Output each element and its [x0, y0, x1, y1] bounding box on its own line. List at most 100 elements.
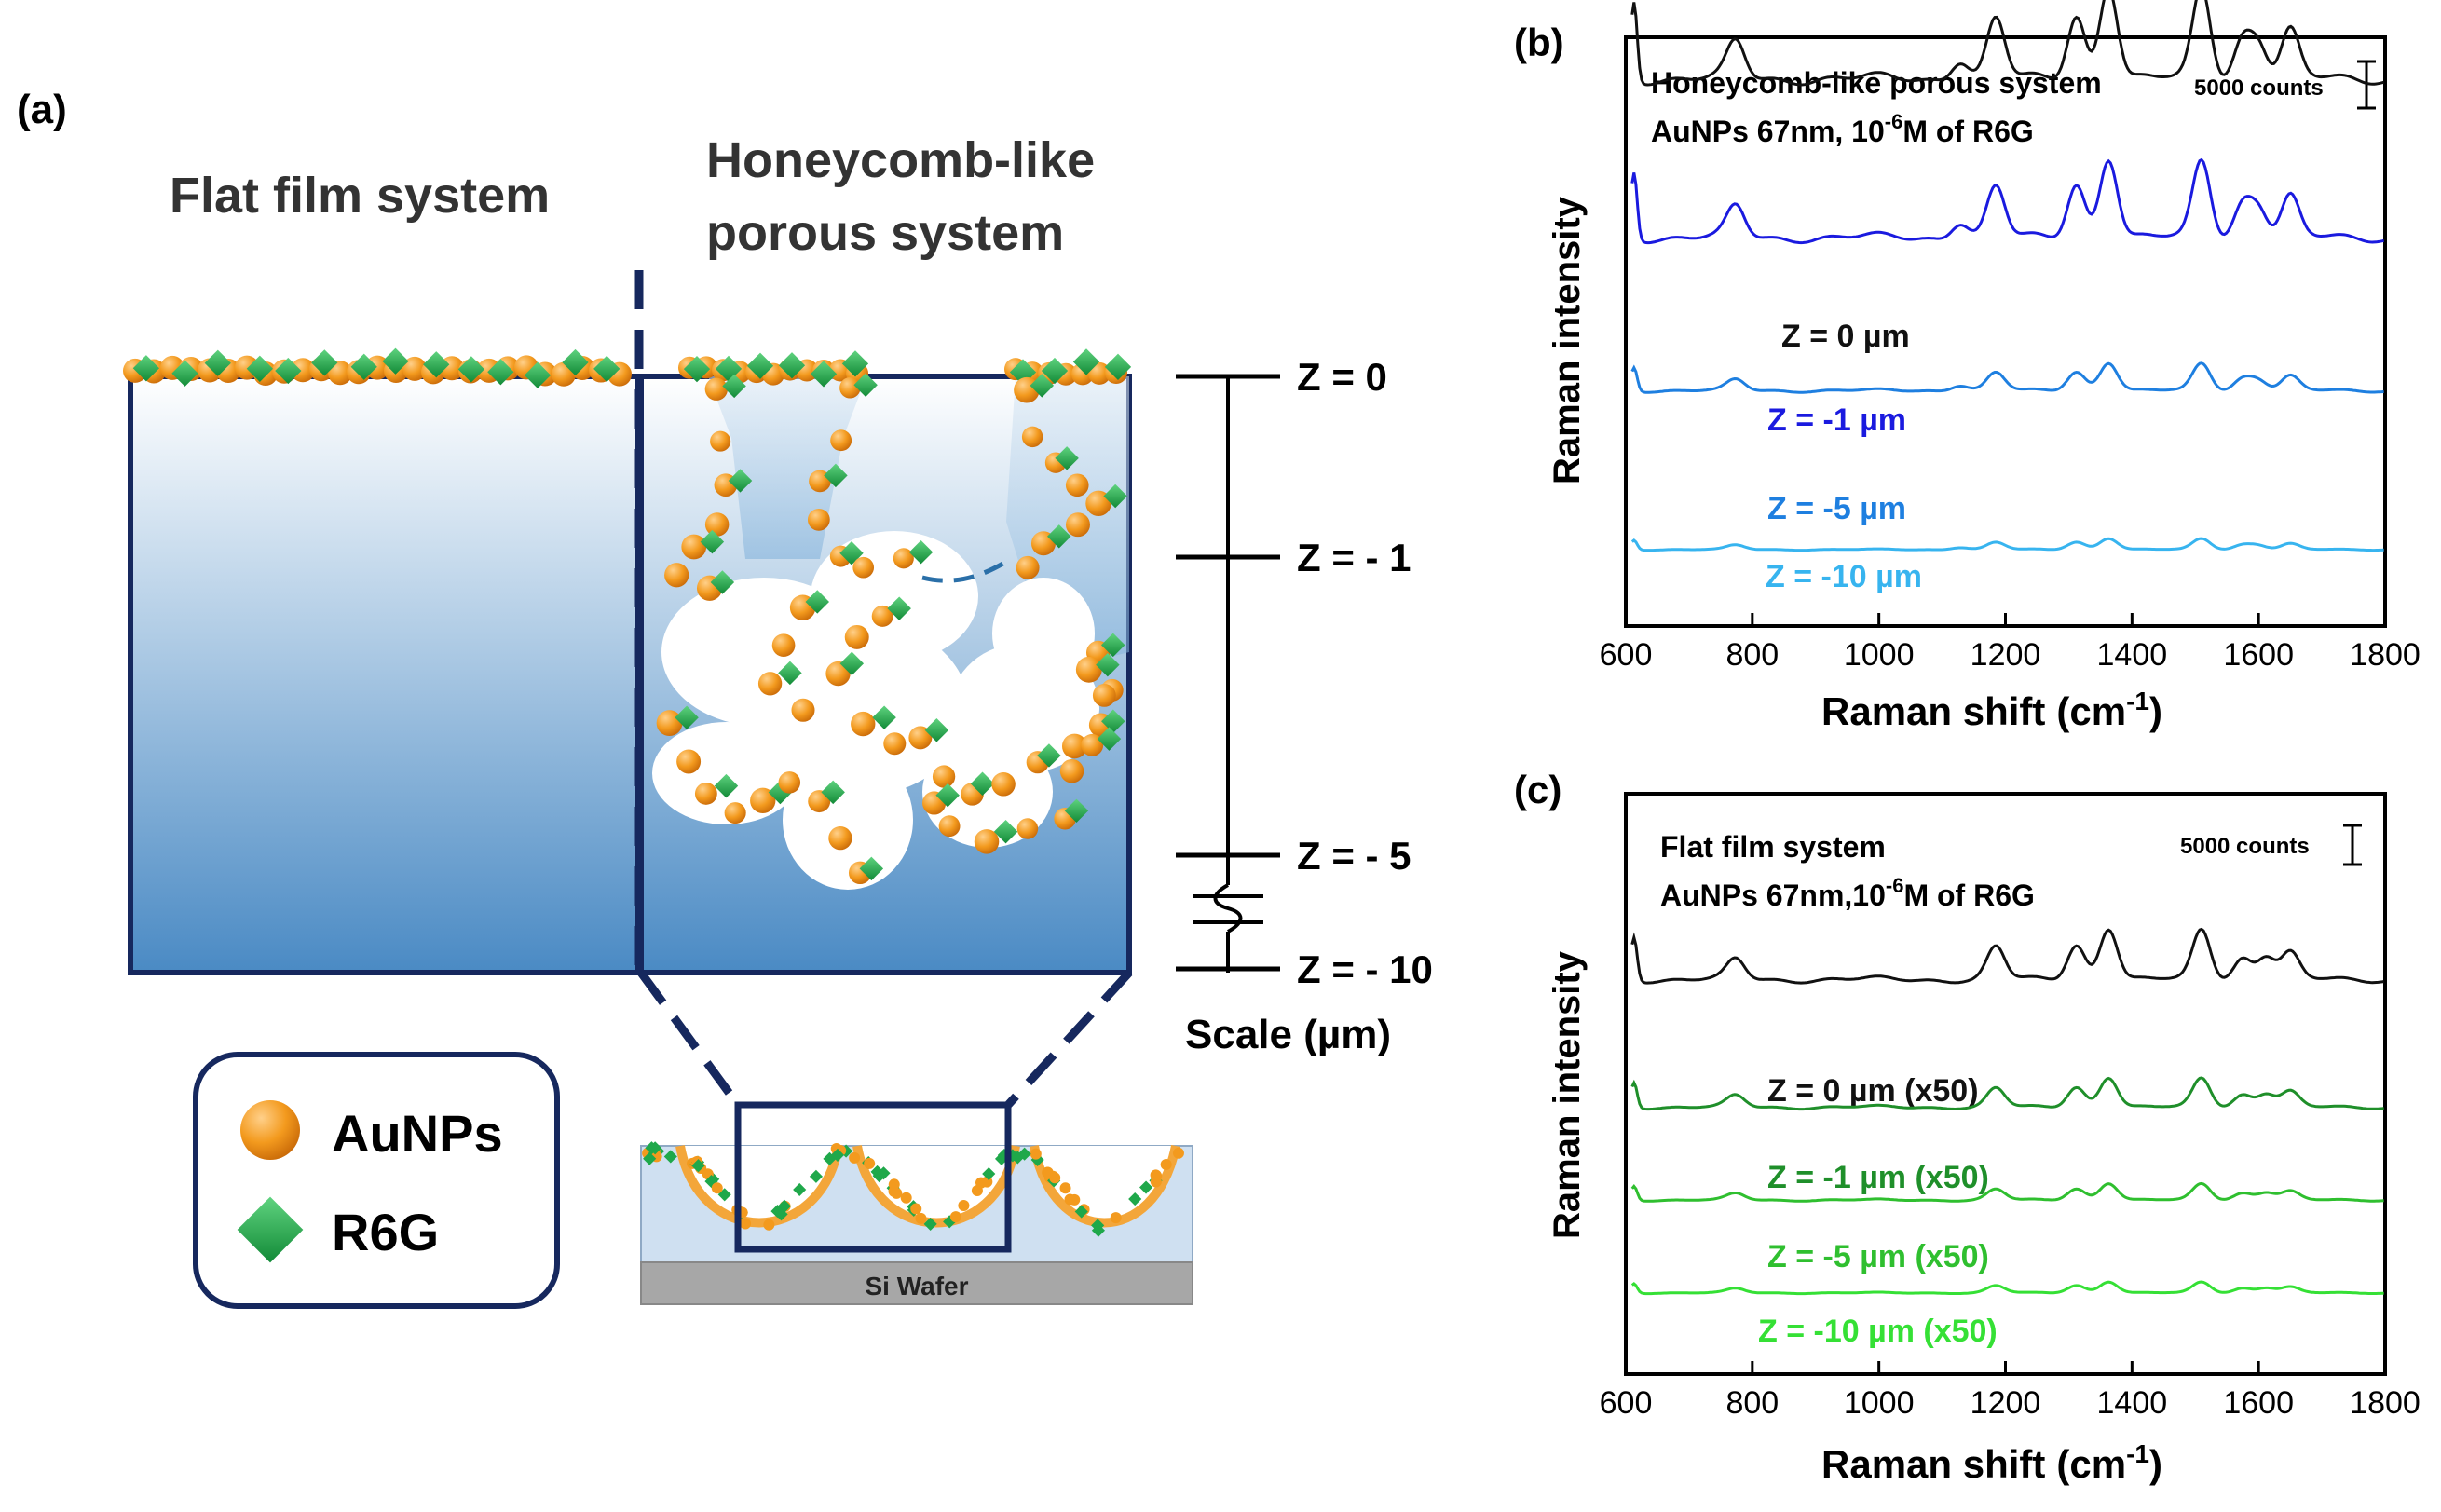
inset-r6g	[643, 1151, 657, 1165]
aunp-particle	[1059, 758, 1084, 783]
r6g-legend-icon	[237, 1196, 304, 1263]
aunp-particle	[830, 429, 852, 452]
r6g-molecule	[275, 357, 302, 385]
inset-aunp	[949, 1211, 961, 1223]
aunp-particle	[839, 377, 861, 399]
annotation-c-2: AuNPs 67nm,10-6M of R6G	[1660, 874, 2035, 912]
inset-r6g	[1091, 1219, 1105, 1233]
r6g-molecule	[824, 463, 848, 488]
x-tick-label: 600	[1600, 637, 1653, 673]
r6g-molecule	[841, 350, 869, 377]
series-label: Z = 0 µm	[1781, 319, 1910, 354]
zoom-line-left	[637, 970, 742, 1108]
depth-scale: Z = 0Z = - 1Z = - 5Z = - 10 Scale (µm)	[1176, 355, 1433, 1057]
inset-r6g	[793, 1182, 807, 1197]
r6g-molecule	[382, 347, 409, 375]
scale-bar-b	[2357, 60, 2376, 110]
spectrum-line	[1630, 1076, 2384, 1111]
aunp-particle	[883, 732, 907, 756]
inset-aunp	[1064, 1193, 1076, 1206]
r6g-molecule	[487, 359, 514, 386]
aunp-particle	[328, 361, 352, 386]
inset-r6g	[982, 1166, 996, 1181]
ylabel-c: Raman intensity	[1547, 950, 1588, 1239]
x-tick-label: 1400	[2097, 637, 2168, 673]
aunp-particle	[974, 829, 1000, 854]
aunp-particle	[402, 356, 427, 381]
r6g-molecule	[311, 349, 338, 376]
aunp-particle	[778, 771, 801, 794]
aunp-particle	[724, 802, 746, 824]
scale-tick-label: Z = - 1	[1297, 536, 1411, 579]
inset-r6g	[877, 1166, 891, 1180]
inset-aunp	[900, 1192, 912, 1204]
panel-a-schematic: (a) Flat film system Honeycomb-like poro…	[17, 87, 1433, 1309]
r6g-molecule	[778, 352, 806, 379]
aunp-legend-icon	[240, 1100, 300, 1160]
aunp-particle	[1065, 473, 1089, 497]
r6g-molecule	[593, 355, 620, 383]
x-tick-label: 1800	[2350, 1385, 2421, 1421]
r6g-molecule	[746, 352, 774, 379]
inset-aunp	[910, 1203, 922, 1215]
r6g-molecule	[457, 356, 484, 383]
series-label: Z = -1 µm	[1767, 402, 1906, 438]
aunp-particle	[1092, 684, 1116, 707]
inset-r6g	[923, 1217, 937, 1231]
r6g-molecule	[700, 529, 725, 554]
aunp-particle	[991, 772, 1016, 797]
spectrum-line	[1630, 927, 2384, 985]
particle-layer	[123, 347, 1132, 885]
r6g-molecule	[524, 361, 552, 388]
inset-aunp	[1110, 1212, 1122, 1224]
r6g-molecule	[722, 374, 746, 399]
annotation-c-1: Flat film system	[1660, 830, 1886, 864]
spectrum-line	[1630, 361, 2384, 394]
aunp-particle	[828, 825, 852, 851]
r6g-molecule	[1104, 353, 1132, 380]
aunp-particle	[844, 624, 869, 649]
x-tick-label: 1200	[1971, 637, 2041, 673]
aunp-particle	[1016, 818, 1039, 839]
x-tick-label: 1600	[2223, 1385, 2294, 1421]
r6g-molecule	[714, 773, 739, 798]
r6g-molecule	[810, 361, 838, 388]
pore-connection-dash	[921, 556, 1013, 583]
r6g-molecule	[935, 783, 960, 808]
r6g-molecule	[1072, 348, 1100, 375]
porous-title-line2: porous system	[706, 205, 1064, 261]
chart-panel-c: (c) Flat film system AuNPs 67nm,10-6M of…	[1514, 768, 2421, 1486]
inset-aunp	[740, 1218, 752, 1230]
inset-aunp	[1151, 1170, 1163, 1182]
inset-aunp	[1030, 1148, 1042, 1160]
aunp-particle	[1065, 512, 1090, 538]
aunp-particle	[791, 698, 815, 722]
aunp-particle	[694, 783, 717, 805]
series-label: Z = -10 µm (x50)	[1758, 1314, 1998, 1349]
r6g-molecule	[805, 590, 829, 614]
r6g-molecule	[887, 596, 911, 620]
r6g-molecule	[675, 705, 699, 729]
aunp-particle	[771, 633, 796, 657]
honeycomb-inset: Si Wafer	[640, 1101, 1193, 1305]
r6g-molecule	[778, 661, 802, 686]
r6g-molecule	[562, 348, 589, 376]
flat-film-block	[128, 374, 641, 975]
inset-zoom-box	[734, 1101, 1012, 1253]
r6g-molecule	[710, 570, 735, 594]
r6g-molecule	[683, 355, 711, 383]
aunp-particle	[938, 815, 961, 838]
aunp-particle	[681, 534, 707, 560]
aunp-particle	[932, 765, 956, 788]
series-label: Z = -5 µm	[1767, 491, 1906, 526]
spectrum-line	[1630, 1181, 2384, 1203]
aunp-particle	[750, 787, 776, 814]
x-tick-label: 800	[1725, 1385, 1779, 1421]
aunp-particle	[871, 605, 893, 627]
legend-r6g-label: R6G	[332, 1203, 439, 1261]
series-label: Z = -10 µm	[1766, 559, 1922, 594]
x-tick-label: 1200	[1971, 1385, 2041, 1421]
r6g-molecule	[872, 705, 896, 729]
inset-r6g	[648, 1141, 662, 1155]
